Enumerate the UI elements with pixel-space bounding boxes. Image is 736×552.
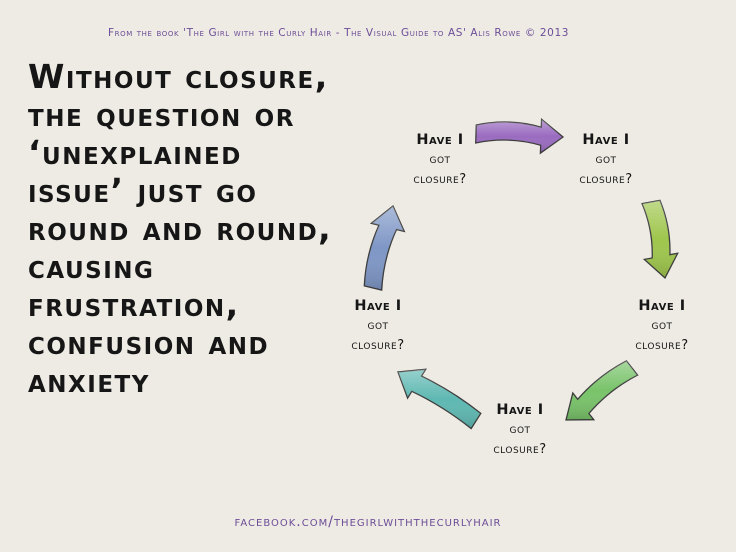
- arrow-bottom-left: [397, 368, 482, 430]
- arrow-top: [475, 117, 565, 155]
- facebook-link[interactable]: facebook.com/thegirlwiththecurlyhair: [234, 514, 502, 530]
- node-line-3: closure?: [635, 338, 689, 353]
- arrow-right-lower: [565, 360, 639, 421]
- node-line-1: Have I: [416, 132, 464, 148]
- node-line-2: got: [651, 318, 673, 333]
- cycle-node-top-right: Have I got closure?: [546, 130, 666, 190]
- book-credit: From the book 'The Girl with the Curly H…: [108, 27, 570, 39]
- main-statement: Without closure, the question or ‘unexpl…: [28, 57, 333, 400]
- arrow-left: [363, 204, 406, 291]
- arrow-right-upper: [641, 199, 679, 280]
- node-line-1: Have I: [582, 132, 630, 148]
- node-line-1: Have I: [496, 402, 544, 418]
- node-line-2: got: [509, 422, 531, 437]
- cycle-node-right: Have I got closure?: [602, 296, 722, 356]
- node-line-3: closure?: [351, 338, 405, 353]
- node-line-3: closure?: [493, 442, 547, 457]
- node-line-1: Have I: [354, 298, 402, 314]
- node-line-2: got: [429, 152, 451, 167]
- node-line-3: closure?: [579, 172, 633, 187]
- cycle-node-top-left: Have I got closure?: [380, 130, 500, 190]
- cycle-node-bottom: Have I got closure?: [460, 400, 580, 460]
- node-line-3: closure?: [413, 172, 467, 187]
- node-line-2: got: [595, 152, 617, 167]
- node-line-1: Have I: [638, 298, 686, 314]
- cycle-node-left: Have I got closure?: [318, 296, 438, 356]
- node-line-2: got: [367, 318, 389, 333]
